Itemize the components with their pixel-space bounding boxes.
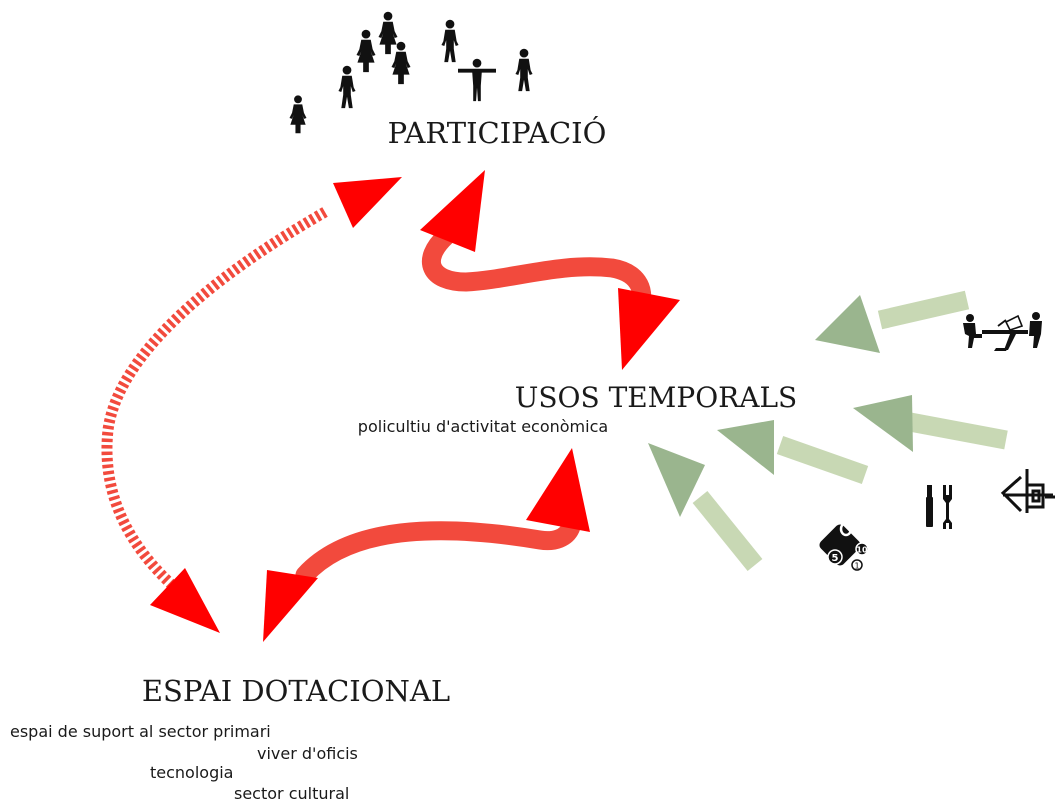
meeting-desk-icon <box>963 312 1042 351</box>
facility-item: sector cultural <box>234 784 349 803</box>
facility-item: viver d'oficis <box>257 744 358 763</box>
arrowhead-wave1-bottom <box>618 288 680 370</box>
green-arrows <box>648 290 1008 571</box>
repair-tools-icon <box>926 485 952 529</box>
wavy-arrow-usos-facility <box>295 482 582 585</box>
facility-item: tecnologia <box>150 763 233 782</box>
green-arrowhead-1 <box>815 295 880 353</box>
wavy-arrow-participation-usos <box>421 226 652 316</box>
green-arrow-shaft-4 <box>692 491 763 571</box>
facility-item: espai de suport al sector primari <box>10 722 271 741</box>
arrowhead-wave2-top <box>526 448 590 532</box>
green-arrow-shaft-3 <box>776 436 869 484</box>
drafting-tools-icon <box>1000 469 1055 513</box>
arrowhead-dashed-top <box>333 177 402 228</box>
espai-dotacional-title: ESPAI DOTACIONAL <box>142 674 450 708</box>
arrowhead-wave1-top <box>420 170 485 252</box>
usos-temporals-title: USOS TEMPORALS <box>515 381 797 414</box>
arrowhead-wave2-bottom <box>263 570 318 642</box>
green-arrow-shaft-2 <box>908 412 1008 450</box>
green-arrowhead-3 <box>717 420 774 475</box>
participation-title: PARTICIPACIÓ <box>388 115 607 150</box>
red-arrows <box>101 170 680 642</box>
dashed-arrow-participation-to-facility <box>101 207 328 590</box>
usos-temporals-subtitle: policultiu d'activitat econòmica <box>358 417 608 436</box>
green-arrow-shaft-1 <box>877 290 970 330</box>
green-arrowhead-4 <box>648 443 705 517</box>
coins-icon: 5 10 1 <box>819 521 869 571</box>
svg-text:5: 5 <box>832 553 839 564</box>
svg-text:10: 10 <box>856 546 868 555</box>
green-arrowhead-2 <box>853 395 913 452</box>
arrowhead-dashed-bottom <box>150 568 220 633</box>
svg-text:1: 1 <box>854 562 859 571</box>
